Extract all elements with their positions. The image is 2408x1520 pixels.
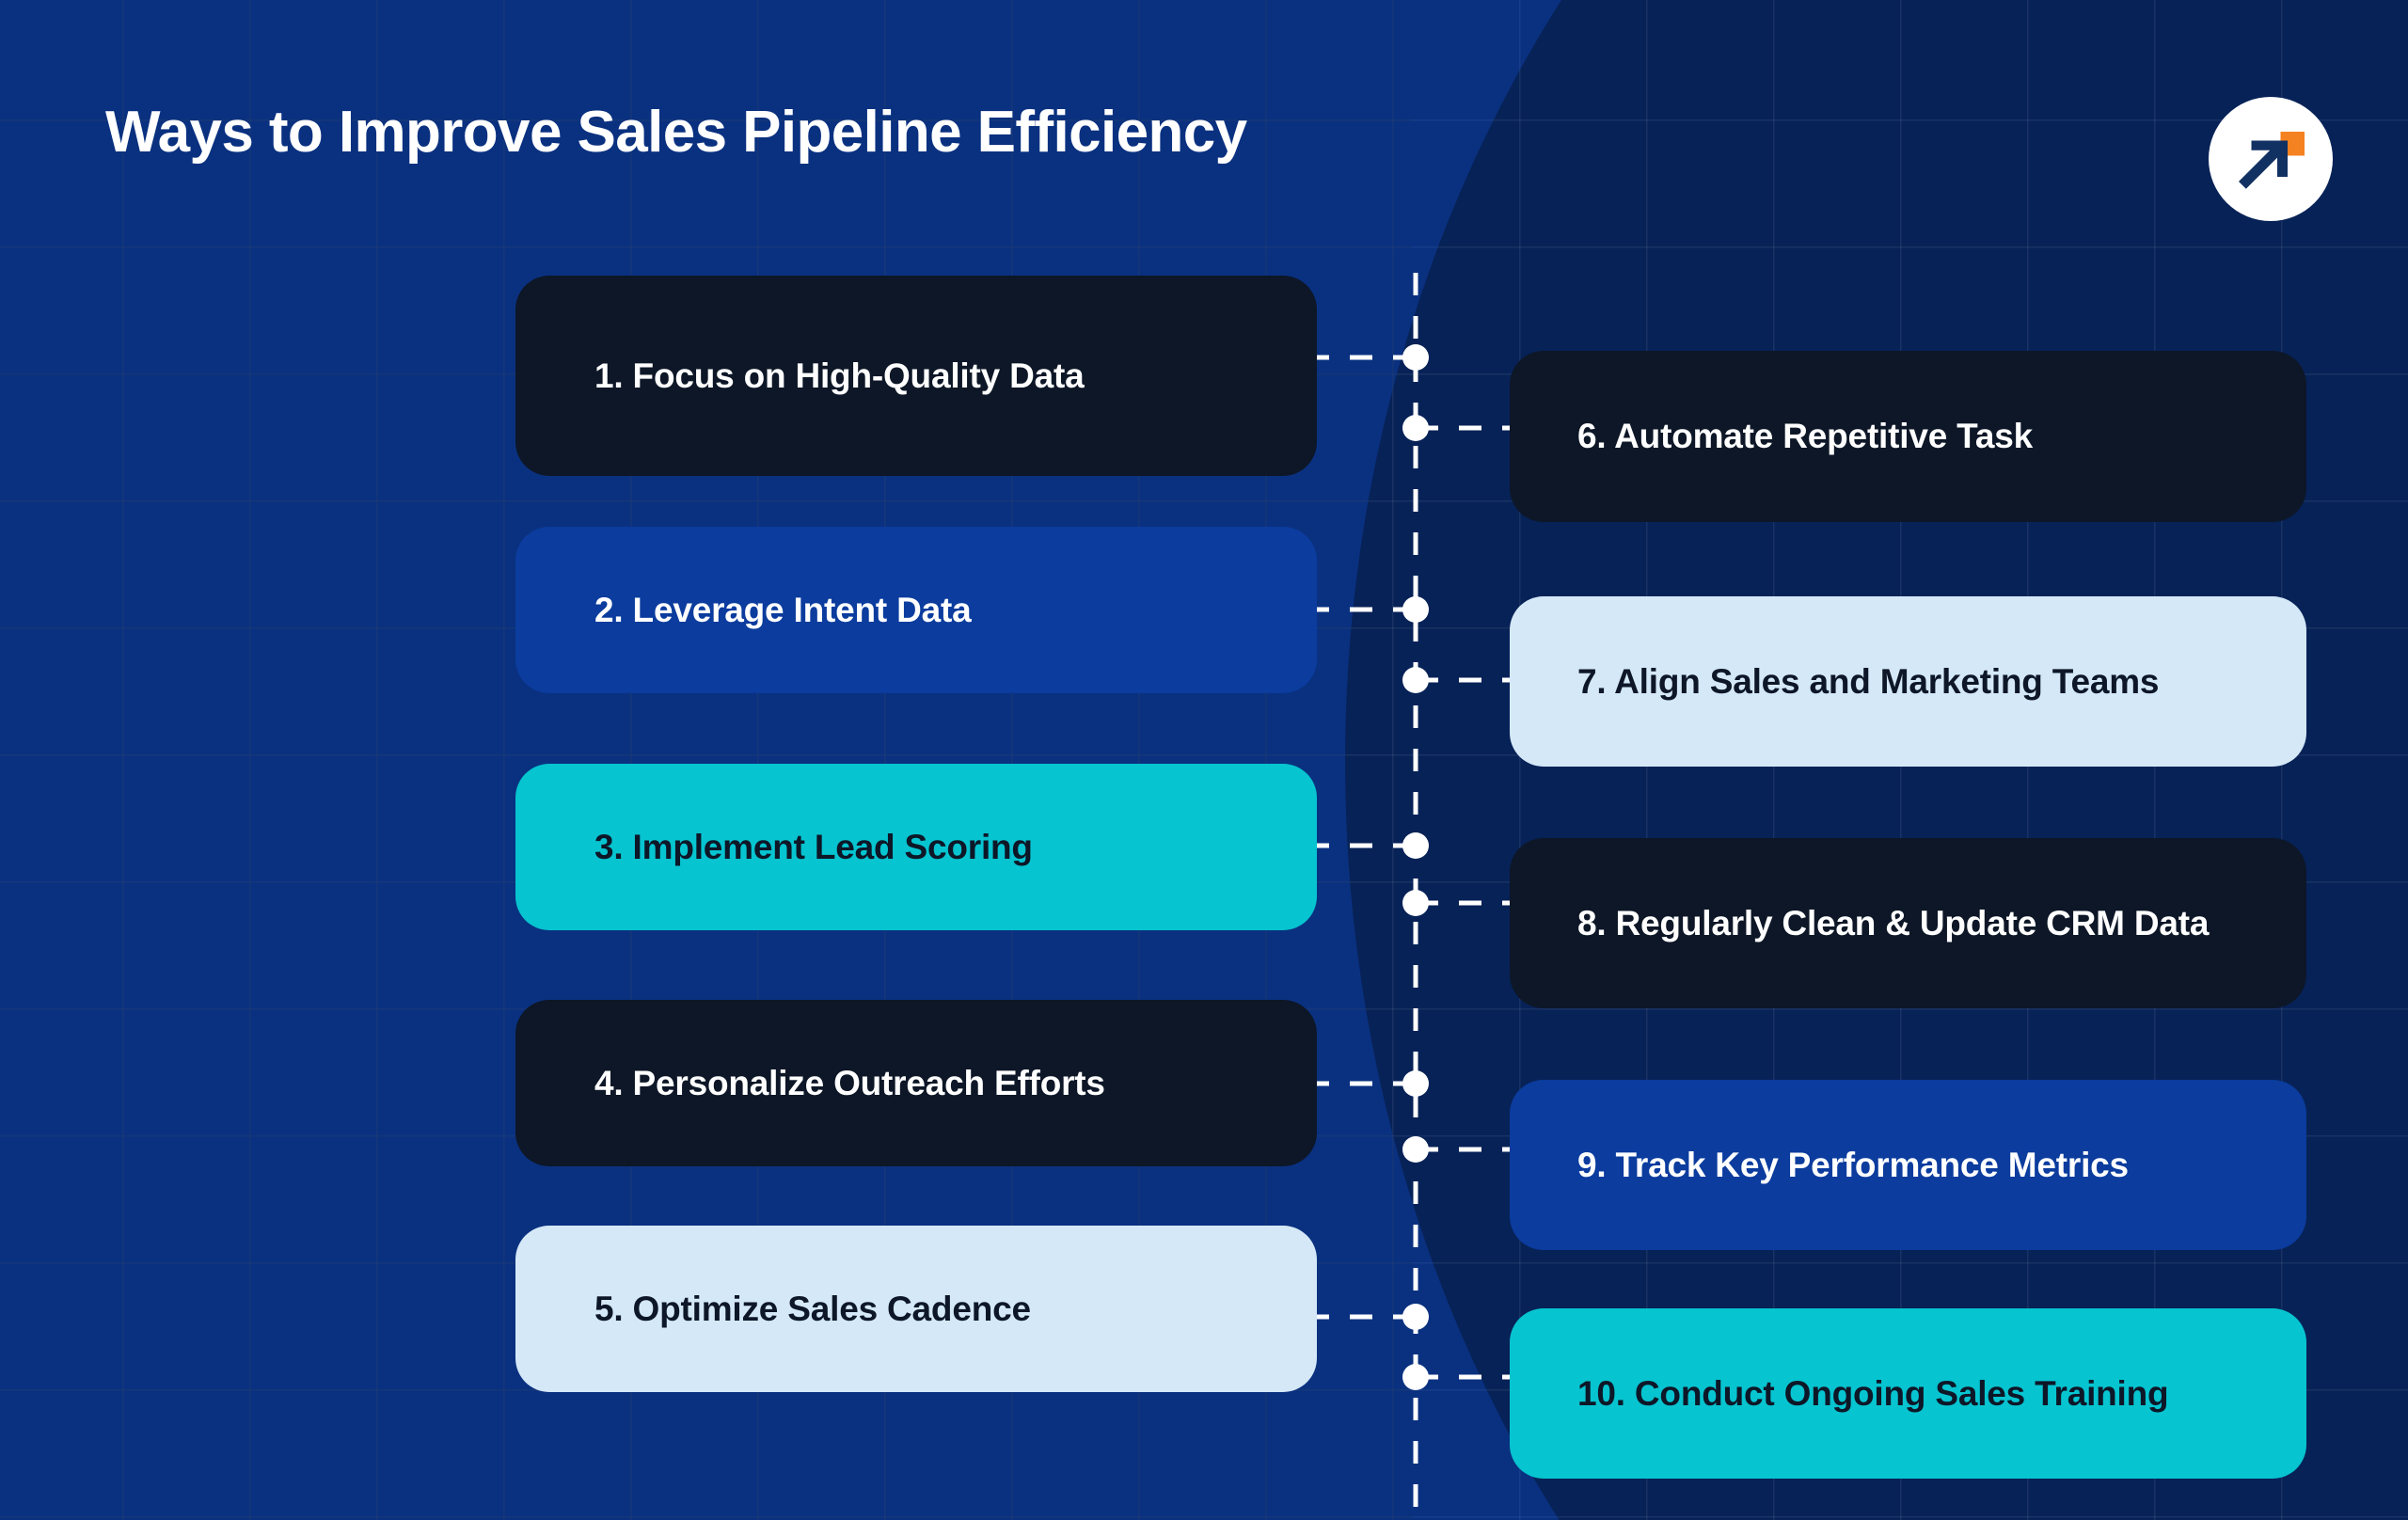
tip-card-9[interactable]: 9. Track Key Performance Metrics bbox=[1510, 1080, 2306, 1250]
tip-card-label: 10. Conduct Ongoing Sales Training bbox=[1577, 1373, 2169, 1413]
tip-card-label: 5. Optimize Sales Cadence bbox=[594, 1289, 1031, 1328]
brand-logo-arrow-up-right-icon bbox=[2209, 97, 2333, 221]
tip-card-8[interactable]: 8. Regularly Clean & Update CRM Data bbox=[1510, 838, 2306, 1008]
tip-card-label: 2. Leverage Intent Data bbox=[594, 590, 972, 629]
tip-card-2[interactable]: 2. Leverage Intent Data bbox=[515, 527, 1317, 693]
tip-card-label: 7. Align Sales and Marketing Teams bbox=[1577, 661, 2160, 701]
tip-card-label: 9. Track Key Performance Metrics bbox=[1577, 1145, 2129, 1184]
page-title: Ways to Improve Sales Pipeline Efficienc… bbox=[105, 100, 1247, 165]
tip-card-3[interactable]: 3. Implement Lead Scoring bbox=[515, 764, 1317, 930]
tip-card-7[interactable]: 7. Align Sales and Marketing Teams bbox=[1510, 596, 2306, 767]
tip-card-label: 3. Implement Lead Scoring bbox=[594, 827, 1033, 866]
tip-card-label: 1. Focus on High-Quality Data bbox=[594, 356, 1085, 395]
tip-card-5[interactable]: 5. Optimize Sales Cadence bbox=[515, 1226, 1317, 1392]
tip-card-10[interactable]: 10. Conduct Ongoing Sales Training bbox=[1510, 1308, 2306, 1479]
brand-logo bbox=[2209, 97, 2333, 221]
tip-card-label: 6. Automate Repetitive Task bbox=[1577, 417, 2033, 455]
tip-card-1[interactable]: 1. Focus on High-Quality Data bbox=[515, 276, 1317, 476]
tip-card-6[interactable]: 6. Automate Repetitive Task bbox=[1510, 351, 2306, 522]
tip-card-label: 8. Regularly Clean & Update CRM Data bbox=[1577, 903, 2210, 942]
tip-card-label: 4. Personalize Outreach Efforts bbox=[594, 1063, 1105, 1102]
tip-card-4[interactable]: 4. Personalize Outreach Efforts bbox=[515, 1000, 1317, 1166]
